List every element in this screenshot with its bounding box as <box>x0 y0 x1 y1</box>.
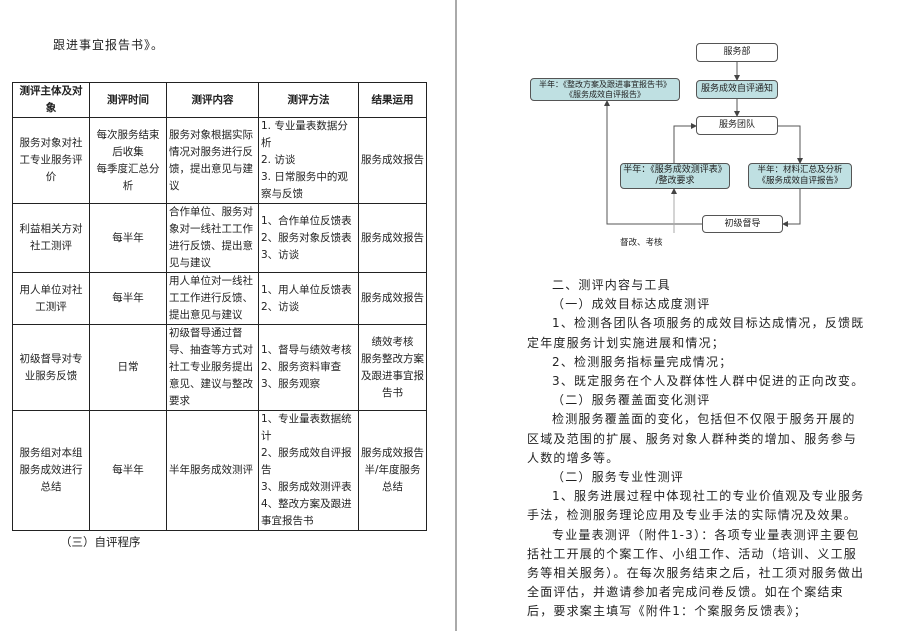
table-cell: 每半年 <box>89 272 167 325</box>
flow-node-supervisor: 初级督导 <box>702 215 783 233</box>
body-paragraph: 2、检测服务指标量完成情况； <box>552 354 733 369</box>
body-paragraph: （一）成效目标达成度测评 <box>552 297 711 312</box>
body-paragraph: 检测服务覆盖面的变化，包括但不仅限于服务开展的区域及范围的扩展、服务对象人群种类… <box>527 412 858 465</box>
flow-node-team: 服务团队 <box>696 116 778 135</box>
table-cell: 半年服务成效测评 <box>166 410 259 531</box>
table-header-cell: 测评时间 <box>89 82 167 118</box>
table-cell: 1、专业量表数据统计 2、服务成效自评报告 3、服务成效测评表 4、整改方案及跟… <box>258 410 359 531</box>
table-cell: 服务成效报告 <box>358 203 427 273</box>
table-cell: 服务成效报告 <box>358 117 427 204</box>
arrow-middle-to-team <box>673 123 697 163</box>
section-heading-procedure: （三）自评程序 <box>60 535 141 549</box>
left-page-body: 测评主体及对象测评时间测评内容测评方法结果运用 服务对象对社工专业服务评价每次服… <box>12 82 432 550</box>
table-cell: 绩效考核 服务整改方案及跟进事宜报告书 <box>358 324 427 411</box>
table-row: 服务对象对社工专业服务评价每次服务结束后收集 每季度汇总分析服务对象根据实际情况… <box>12 117 427 204</box>
table-cell: 用人单位对一线社工工作进行反馈、提出意见与建议 <box>166 272 259 325</box>
table-cell: 合作单位、服务对象对一线社工工作进行反馈、提出意见与建议 <box>166 203 259 273</box>
left-top-line: 跟进事宜报告书》。 <box>53 38 165 52</box>
table-cell: 服务成效报告 半/年度服务总结 <box>358 410 427 531</box>
table-header-cell: 结果运用 <box>358 82 427 118</box>
table-header-cell: 测评方法 <box>258 82 359 118</box>
body-paragraph: 3、既定服务在个人及群体性人群中促进的正向改变。 <box>552 374 865 389</box>
table-header-cell: 测评主体及对象 <box>12 82 90 118</box>
table-body: 服务对象对社工专业服务评价每次服务结束后收集 每季度汇总分析服务对象根据实际情况… <box>12 117 427 531</box>
flow-node-middle: 半年：《服务成效测评表》 /整改要求 <box>620 163 730 189</box>
table-cell: 每半年 <box>89 410 167 531</box>
table-cell: 初级督导通过督导、抽查等方式对社工专业服务提出意见、建议与整改要求 <box>166 324 259 411</box>
flow-node-service-dept: 服务部 <box>696 43 778 62</box>
page-divider <box>455 0 457 631</box>
arrow-right-to-supervisor <box>782 189 801 227</box>
table-cell: 每半年 <box>89 203 167 273</box>
arrow-team-to-right <box>778 125 803 164</box>
table-cell: 利益相关方对社工测评 <box>12 203 90 273</box>
table-cell: 日常 <box>89 324 167 411</box>
body-paragraph: 二、测评内容与工具 <box>552 278 671 292</box>
table-cell: 用人单位对社工测评 <box>12 272 90 325</box>
table-row: 利益相关方对社工测评每半年合作单位、服务对象对一线社工工作进行反馈、提出意见与建… <box>12 203 427 273</box>
table-header-row: 测评主体及对象测评时间测评内容测评方法结果运用 <box>12 82 427 118</box>
flowchart-connectors <box>604 62 803 233</box>
body-paragraph: （二）服务专业性测评 <box>552 470 685 485</box>
flow-node-left-report: 半年：《整改方案及跟进事宜报告书》 《服务成效自评报告》 <box>530 78 680 101</box>
body-paragraph: 1、服务进展过程中体现社工的专业价值观及专业服务手法，检测服务理论应用及专业手法… <box>527 489 865 523</box>
evaluation-table: 测评主体及对象测评时间测评内容测评方法结果运用 服务对象对社工专业服务评价每次服… <box>12 82 427 531</box>
table-cell: 服务组对本组服务成效进行总结 <box>12 410 90 531</box>
table-cell: 1、用人单位反馈表 2、访谈 <box>258 272 359 325</box>
arrow-supervisor-to-left <box>604 100 702 225</box>
flow-node-notice: 服务成效自评通知 <box>696 80 778 99</box>
flow-node-right: 半年：材料汇总及分析 《服务成效自评报告》 <box>748 163 852 189</box>
table-cell: 服务成效报告 <box>358 272 427 325</box>
body-paragraph: 1、检测各团队各项服务的成效目标达成情况，反馈既定年度服务计划实施进展和情况； <box>527 316 865 350</box>
table-header-cell: 测评内容 <box>166 82 259 118</box>
table-cell: 1、督导与绩效考核 2、服务资料审查 3、服务观察 <box>258 324 359 411</box>
body-paragraph: （二）服务覆盖面变化测评 <box>552 393 711 408</box>
body-paragraph: 专业量表测评（附件1-3）：各项专业量表测评主要包括社工开展的个案工作、小组工作… <box>527 527 865 619</box>
table-cell: 初级督导对专业服务反馈 <box>12 324 90 411</box>
table-cell: 服务对象对社工专业服务评价 <box>12 117 90 204</box>
flow-edge-label: 督改、考核 <box>620 238 663 248</box>
table-row: 初级督导对专业服务反馈日常初级督导通过督导、抽查等方式对社工专业服务提出意见、建… <box>12 324 427 411</box>
right-page-body: 二、测评内容与工具 （一）成效目标达成度测评 1、检测各团队各项服务的成效目标达成情… <box>527 276 867 622</box>
